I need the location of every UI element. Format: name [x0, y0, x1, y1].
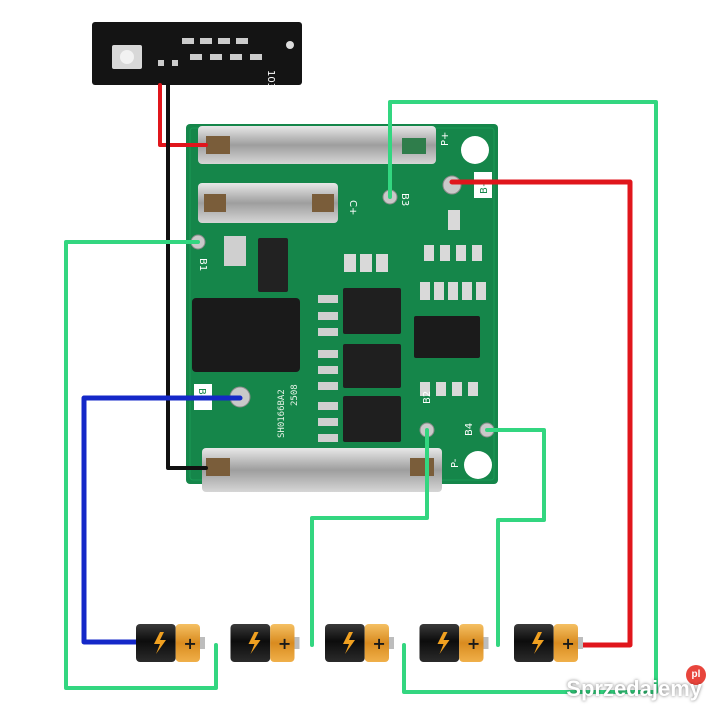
lightning-icon [248, 632, 261, 654]
lightning-icon [343, 632, 355, 654]
plus-icon: + [183, 634, 196, 653]
label-model: SH0166BA2 [277, 389, 287, 438]
lightning-icon [532, 632, 544, 654]
smd-resistors [344, 210, 486, 396]
label-b4: B4 [464, 423, 475, 436]
label-c-plus: C+ [347, 200, 358, 215]
plus-icon: + [278, 634, 291, 653]
bms-pcb: P+ B+ B3 C+ B1 B- SH0166BA2 2508 B2 B4 P… [186, 124, 498, 492]
wire-b2 [310, 428, 429, 647]
indicator-board: 1033 [92, 22, 302, 95]
wire-b1 [64, 240, 218, 690]
terminal-p-minus [202, 448, 442, 492]
battery-cell: + [230, 624, 300, 662]
battery-cell: + [419, 624, 489, 662]
mount-hole [464, 451, 492, 479]
plus-icon: + [372, 634, 385, 653]
wire-indicator-negative [166, 83, 208, 470]
plus-icon: + [467, 634, 480, 653]
battery-pack: + + + + + [136, 624, 583, 662]
label-p-plus: P+ [440, 132, 451, 146]
protection-ic [414, 316, 480, 358]
label-b2: B2 [422, 391, 433, 404]
battery-cell: + [514, 624, 583, 662]
mosfets [318, 288, 401, 442]
label-b3: B3 [399, 193, 410, 206]
wiring [64, 83, 658, 694]
lightning-icon [437, 632, 450, 654]
battery-cell: + [325, 624, 394, 662]
battery-cell: + [136, 624, 205, 662]
led-array [158, 38, 262, 66]
label-p-minus: P- [450, 458, 461, 468]
wire-b-plus [449, 179, 633, 648]
terminal-p-plus [198, 126, 436, 164]
watermark: Sprzedajemy [566, 676, 702, 701]
mount-hole [461, 136, 489, 164]
diode [258, 238, 288, 292]
pad-b-plus [442, 175, 462, 195]
inductor [192, 298, 300, 372]
indicator-code: 1033 [265, 70, 276, 95]
wire-b4 [485, 428, 546, 647]
lightning-icon [154, 632, 166, 654]
wire-b3 [388, 100, 658, 694]
plus-icon: + [561, 634, 574, 653]
watermark-badge: pl [686, 665, 706, 685]
wire-b-minus [81, 395, 243, 645]
label-date: 2508 [290, 384, 300, 406]
terminal-c-plus [198, 183, 338, 223]
label-b-plus: B+ [479, 179, 490, 194]
label-b-minus: B- [196, 388, 207, 399]
wire-indicator-positive [158, 83, 208, 147]
label-b1: B1 [197, 258, 208, 271]
